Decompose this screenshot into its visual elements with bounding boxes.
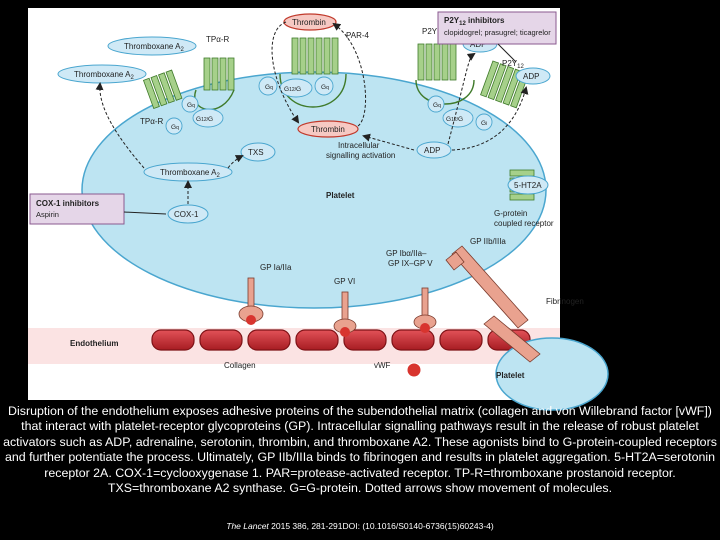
p2y12-inhibitors-box: P2Y12 inhibitors clopidogrel; prasugrel;… bbox=[437, 11, 557, 63]
gp-vi-receptor bbox=[333, 291, 357, 337]
intracellular-label-1: Intracellular bbox=[338, 141, 380, 150]
citation-journal: The Lancet bbox=[226, 521, 269, 531]
thromboxane-top-oval bbox=[107, 36, 197, 56]
gi-label-p2y12: Gi bbox=[481, 120, 487, 127]
figure-citation: The Lancet 2015 386, 281-291DOI: (10.101… bbox=[0, 521, 720, 531]
tpa-r-receptor-top bbox=[203, 57, 235, 91]
vwf-label: vWF bbox=[374, 361, 391, 370]
gp-ib-label-2: GP IX–GP V bbox=[388, 259, 433, 268]
adp-oval-3 bbox=[416, 141, 452, 159]
g1213-label-par4: G12/G bbox=[284, 86, 301, 93]
cox1-inhibitors-drug: Aspirin bbox=[36, 210, 59, 219]
gq-label-tpr-2: Gq bbox=[171, 124, 179, 131]
platelet-label: Platelet bbox=[326, 191, 355, 200]
cox1-label: COX-1 bbox=[174, 210, 199, 219]
gp-iib-iiia-label: GP IIb/IIIa bbox=[470, 237, 506, 246]
fibrinogen-label: Fibrinogen bbox=[546, 297, 584, 306]
gpcr-label-1: G-protein bbox=[494, 209, 527, 218]
gp-ia-iia-receptor bbox=[238, 277, 264, 325]
txs-label: TXS bbox=[248, 148, 264, 157]
p2y1-receptor bbox=[417, 43, 457, 81]
thromboxane-top-label: Thromboxane A2 bbox=[124, 42, 184, 53]
gq-label-par4-2: Gq bbox=[321, 84, 329, 91]
gp-ib-receptor bbox=[413, 287, 437, 333]
adp-label-3: ADP bbox=[424, 146, 440, 155]
cox1-oval bbox=[167, 204, 209, 224]
figure-panel: Endothelium Collagen vWF Platelet Platel… bbox=[28, 8, 609, 411]
par4-label: PAR-4 bbox=[346, 31, 370, 40]
par4-receptor bbox=[291, 37, 339, 75]
gp-iib-iiia-chain bbox=[445, 245, 541, 363]
tpa-r-bottom-label: TPα-R bbox=[140, 117, 164, 126]
gp-ib-label-1: GP Ibα/IIa– bbox=[386, 249, 427, 258]
collagen-label: Collagen bbox=[224, 361, 256, 370]
gp-vi-label: GP VI bbox=[334, 277, 355, 286]
gp-ia-iia-label: GP Ia/IIa bbox=[260, 263, 292, 272]
adp-oval-2 bbox=[515, 67, 551, 85]
thrombin-top-label: Thrombin bbox=[292, 18, 326, 27]
endothelium-label: Endothelium bbox=[70, 339, 118, 348]
thrombin-inner-label: Thrombin bbox=[311, 125, 345, 134]
gq-label-tpr: Gq bbox=[187, 102, 195, 109]
g1213-label-tpr: G12/G bbox=[196, 116, 213, 123]
thromboxane-inner-label: Thromboxane A2 bbox=[160, 168, 220, 179]
p2y12-label: P2Y12 bbox=[502, 59, 524, 70]
gpcr-label-2: coupled receptor bbox=[494, 219, 554, 228]
tpa-r-receptor-bottom bbox=[142, 69, 183, 110]
thrombin-top bbox=[283, 13, 337, 31]
second-platelet-label: Platelet bbox=[496, 371, 525, 380]
gq-label-par4: Gq bbox=[265, 84, 273, 91]
cox1-inhibitors-title: COX-1 inhibitors bbox=[36, 199, 100, 208]
figure-caption: Disruption of the endothelium exposes ad… bbox=[3, 404, 717, 496]
thromboxane-left-label: Thromboxane A2 bbox=[74, 70, 134, 81]
citation-details: 2015 386, 281-291DOI: (10.1016/S0140-673… bbox=[268, 521, 494, 531]
p2y12-inhibitors-drugs: clopidogrel; prasugrel; ticagrelor bbox=[444, 28, 551, 37]
thrombin-inner bbox=[297, 120, 359, 138]
g1213-label-p2y1: G12/G bbox=[446, 116, 463, 123]
tpa-r-top-label: TPα-R bbox=[206, 35, 230, 44]
p2y1-loop bbox=[415, 79, 475, 105]
gq-label-p2y1: Gq bbox=[433, 102, 441, 109]
p2y12-inhibitors-title: P2Y12 inhibitors bbox=[444, 16, 505, 27]
platelet-diagram: Endothelium Collagen vWF Platelet Platel… bbox=[28, 11, 609, 411]
5ht2a-oval bbox=[507, 175, 549, 195]
5ht2a-label: 5-HT2A bbox=[514, 181, 542, 190]
dotted-arrows bbox=[95, 21, 529, 204]
intracellular-label-2: signalling activation bbox=[326, 151, 395, 160]
txs-oval bbox=[240, 142, 276, 162]
vwf-molecule bbox=[406, 362, 422, 378]
g-proteins bbox=[165, 76, 493, 135]
adp-label-2: ADP bbox=[523, 72, 539, 81]
cox1-inhibitors-box: COX-1 inhibitors Aspirin bbox=[29, 193, 167, 225]
